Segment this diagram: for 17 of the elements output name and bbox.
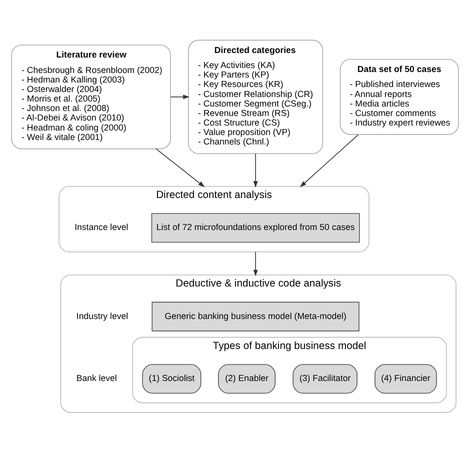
node-label: Bank level — [76, 373, 117, 384]
node-box: List of 72 microfoundations explored from 50 cases — [151, 213, 360, 243]
node-box: Directed categories - Key Activities (KA) - Key Parters (KP) - Key Resources (KR) - Customer Relationship (CR) - Customer Segment (CSeg.) - Revenue Stream (RS) - Cost Structure (CS) - Value proposition (VP) - Channels (Chnl.) — [188, 40, 324, 154]
arrow — [156, 148, 205, 188]
node-box: (4) Financier — [374, 364, 437, 394]
node-label: Industry level — [76, 310, 128, 321]
arrow — [253, 251, 258, 276]
arrow — [253, 153, 258, 188]
node-box: Data set of 50 cases - Published interviewes - Annual reports - Media articles - Customer comments - Industry expert reviewes — [340, 58, 459, 135]
node-label: Instance level — [74, 222, 128, 232]
node-box: (1) Sociolist — [142, 364, 202, 394]
arrow — [300, 134, 359, 188]
node-box: (3) Facilitator — [292, 364, 358, 394]
node-box: Literature review - Chesbrough & Rosenbloom (2002) - Hedman & Kalling (2003) - Osterwalder (2004) - Morris et al. (2005) - Johnson et al. (2008) - Al-Debei & Avison (2010) - Headman & coling (2000) - Weil & vitale (2001) — [11, 44, 171, 150]
arrow — [170, 94, 190, 100]
node-box: Generic banking business model (Meta-model) — [152, 302, 360, 332]
node-box: (2) Enabler — [218, 364, 276, 394]
